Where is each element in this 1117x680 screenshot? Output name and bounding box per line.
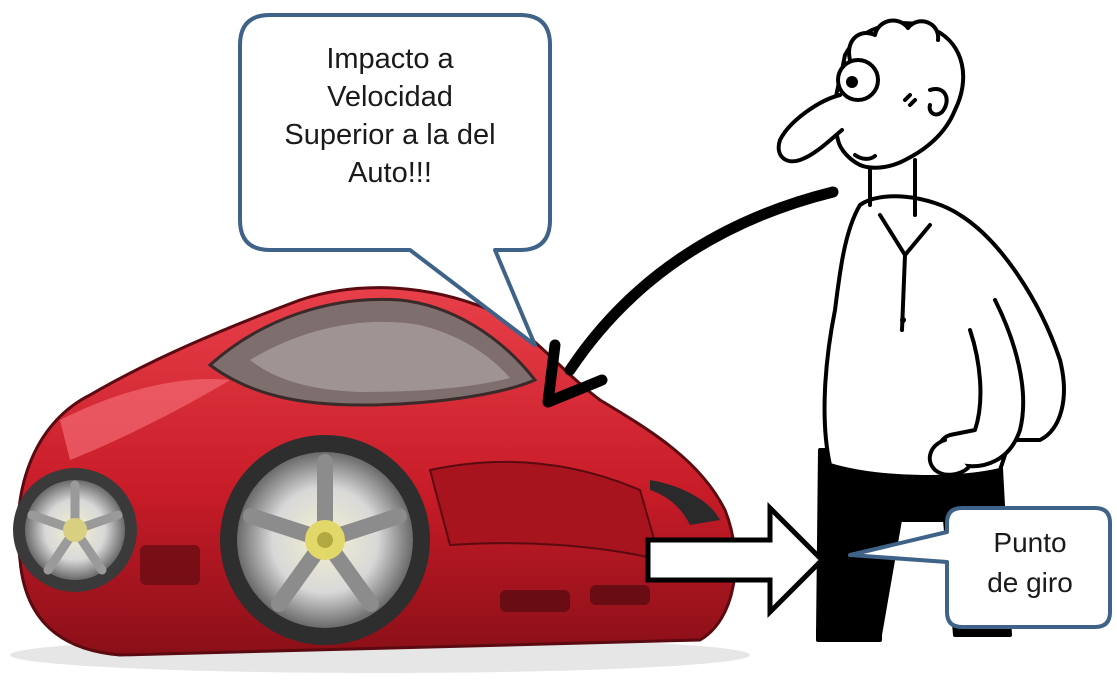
curved-arrow-icon <box>542 186 839 408</box>
speech-bubble-pivot-text: Punto de giro <box>950 523 1110 603</box>
bubble-pivot-line: de giro <box>987 567 1073 598</box>
speech-bubble-main-text: Impacto a Velocidad Superior a la del Au… <box>240 40 540 192</box>
speech-bubble-pivot <box>848 506 1112 629</box>
car-illustration <box>10 286 750 673</box>
bubble-pivot-line: Punto <box>993 527 1067 558</box>
bubble-main-line: Impacto a <box>326 43 454 75</box>
bubble-main-line: Superior a la del <box>284 119 496 151</box>
bubble-main-line: Velocidad <box>327 81 453 113</box>
block-arrow-icon <box>645 501 826 619</box>
bubble-main-line: Auto!!! <box>348 157 432 189</box>
speech-bubble-main <box>238 13 552 347</box>
